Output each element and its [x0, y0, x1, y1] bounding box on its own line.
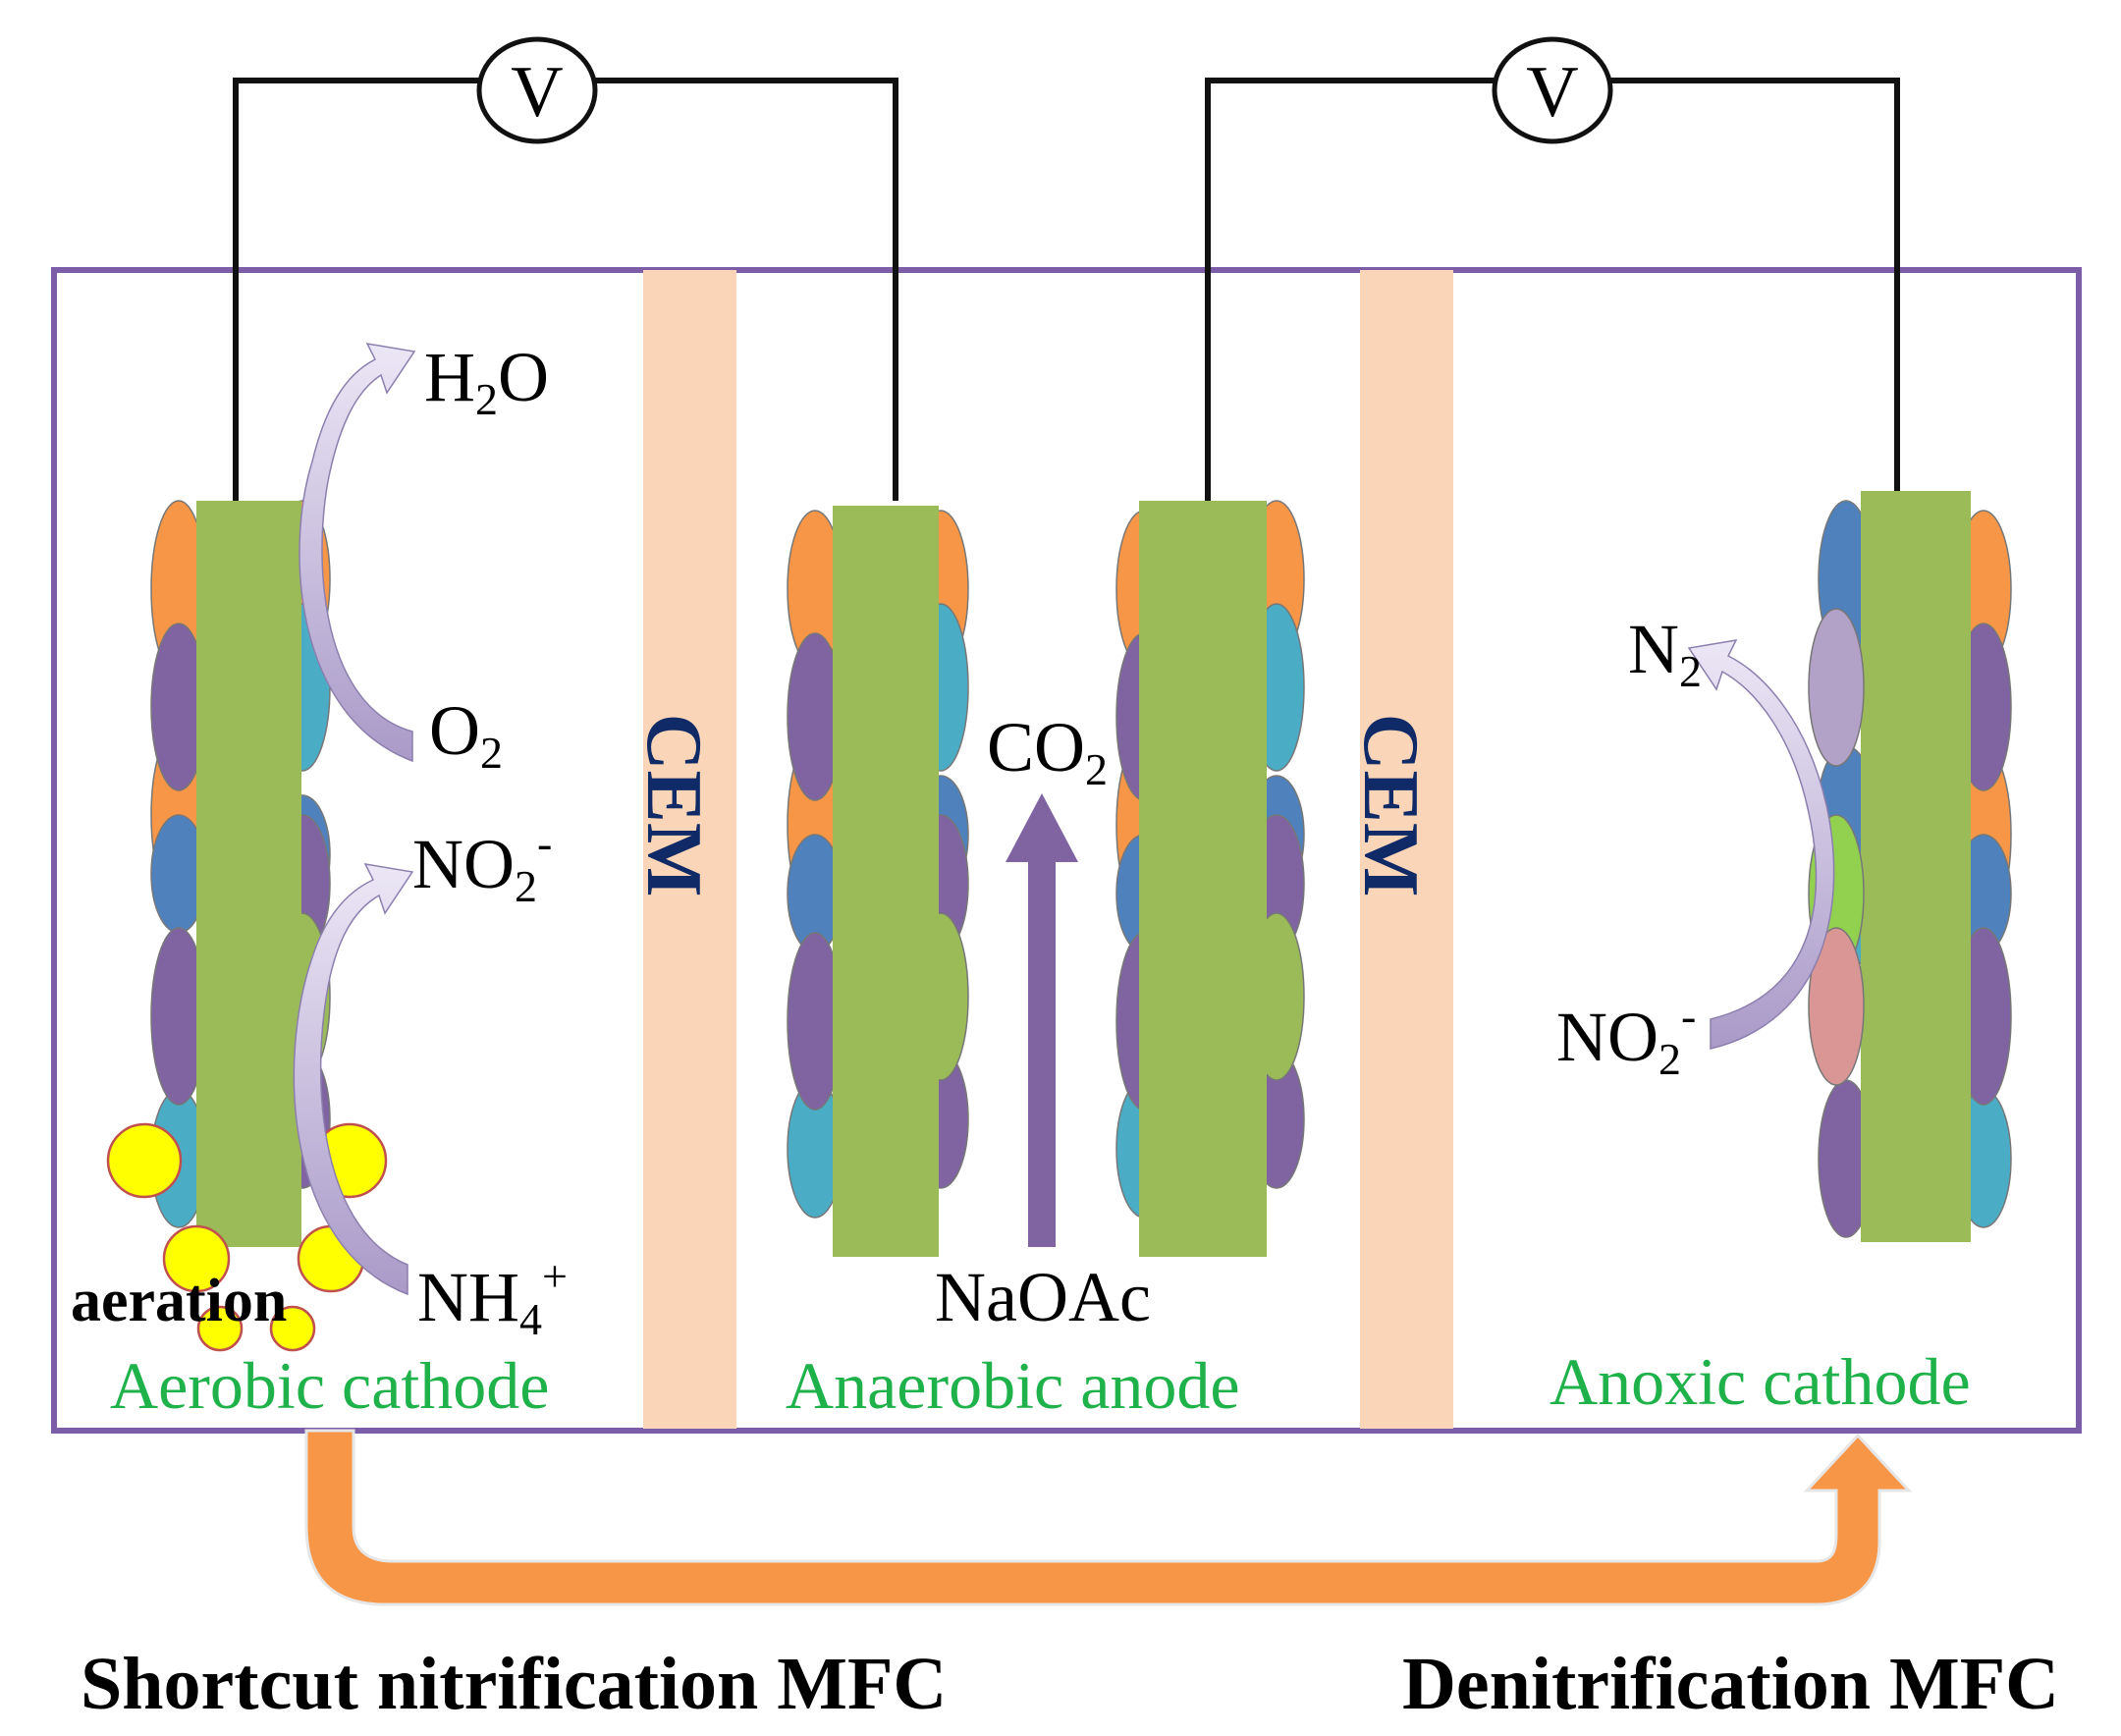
voltmeter-right: V	[1492, 36, 1613, 144]
label-co2: CO2	[987, 708, 1108, 794]
reaction-arrow-no2-to-n2	[1687, 639, 1835, 1050]
electrode-anoxic-cathode	[1808, 491, 2012, 1242]
label-no2-left: NO2-	[412, 818, 552, 911]
voltmeter-left: V	[476, 36, 598, 144]
flow-arrow-shortcut-to-denitrification	[304, 1429, 1913, 1606]
voltmeter-right-label: V	[1526, 52, 1578, 133]
circuit-right	[1205, 78, 1900, 501]
label-no2-right: NO2-	[1556, 991, 1696, 1084]
label-o2: O2	[429, 691, 503, 778]
label-aeration: aeration	[71, 1268, 287, 1334]
electrode-anode-right	[1115, 500, 1305, 1257]
title-denitrification-mfc: Denitrification MFC	[1402, 1643, 2059, 1725]
cem-membrane-right: CEM	[1347, 270, 1453, 1429]
label-anoxic-cathode: Anoxic cathode	[1550, 1344, 1971, 1419]
label-anaerobic-anode: Anaerobic anode	[786, 1348, 1240, 1423]
label-naoac: NaOAc	[935, 1258, 1151, 1336]
label-n2: N2	[1628, 610, 1702, 696]
reaction-arrow-nh4-to-no2	[293, 863, 414, 1296]
label-nh4: NH4+	[417, 1251, 568, 1344]
circuit-left	[233, 78, 898, 501]
cem-label-left: CEM	[630, 714, 717, 897]
upward-arrow-naoac-to-co2	[1006, 793, 1078, 1247]
cem-label-right: CEM	[1347, 714, 1434, 897]
electrode-anode-left	[787, 506, 969, 1257]
cem-membrane-left: CEM	[630, 270, 736, 1429]
reactor-box	[51, 267, 2082, 1434]
voltmeter-left-label: V	[511, 52, 563, 133]
reaction-arrow-o2-to-h2o	[299, 343, 416, 763]
title-shortcut-nitrification-mfc: Shortcut nitrification MFC	[81, 1643, 947, 1725]
label-h2o: H2O	[424, 338, 549, 424]
label-aerobic-cathode: Aerobic cathode	[110, 1348, 549, 1423]
